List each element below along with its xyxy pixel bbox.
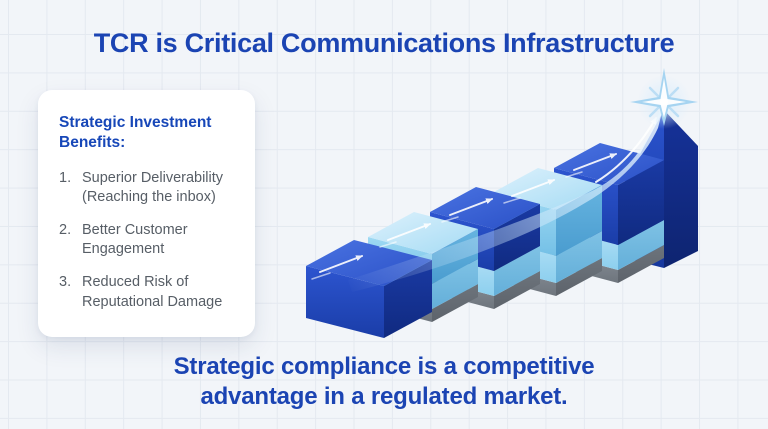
slide-title: TCR is Critical Communications Infrastru… (93, 28, 675, 58)
benefit-text: Better Customer Engagement (82, 222, 188, 258)
step-5 (554, 143, 664, 283)
benefit-text: Reduced Risk of Reputational Damage (82, 274, 223, 310)
arrow-wedge (616, 110, 698, 268)
benefit-text: Superior Deliverability (Reaching the in… (82, 169, 224, 206)
streak-dashes (311, 171, 583, 280)
benefits-card-heading: Strategic Investment Benefits: (59, 114, 212, 152)
streak-arrows (319, 117, 657, 273)
benefit-item-2: 2. Better Customer Engagement (59, 221, 235, 259)
benefit-number: 3. (59, 274, 72, 291)
step-2 (368, 212, 478, 322)
step-1 (306, 240, 432, 338)
swoosh-arrow (348, 104, 664, 292)
step-3 (430, 187, 540, 309)
benefit-item-1: 1. Superior Deliverability (Reaching the… (59, 169, 235, 207)
slide-tagline: Strategic compliance is a competitive ad… (173, 353, 595, 410)
step-4 (492, 168, 602, 296)
star-sparkle-icon (630, 68, 698, 129)
benefit-item-3: 3. Reduced Risk of Reputational Damage (59, 273, 235, 311)
benefit-number: 2. (59, 222, 72, 239)
benefit-number: 1. (59, 169, 72, 186)
benefits-card: Strategic Investment Benefits: 1. Superi… (38, 90, 255, 337)
